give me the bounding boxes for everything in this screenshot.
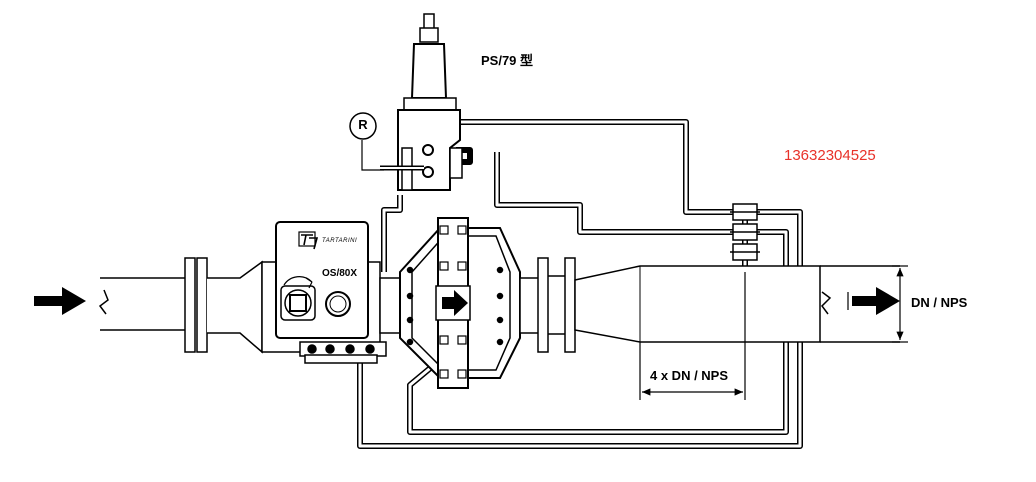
sensing-tubes xyxy=(357,119,803,449)
monitor-body xyxy=(261,221,387,364)
dimension-4xdn xyxy=(639,272,746,400)
flange-holes xyxy=(406,266,504,346)
pilot-ps79 xyxy=(380,13,463,191)
regulator-body xyxy=(379,217,521,389)
reference-port xyxy=(349,112,384,171)
inlet-arrow xyxy=(34,287,86,315)
monitor-model-label: OS/80X xyxy=(322,268,358,279)
body-bolts xyxy=(439,225,467,379)
brand-logo xyxy=(298,231,319,250)
dimension-dn xyxy=(892,265,908,343)
phone-watermark: 13632304525 xyxy=(784,147,876,164)
reset-knob xyxy=(280,276,351,321)
rotate-arrow-icon xyxy=(305,277,313,289)
pipe-size-label: DN / NPS xyxy=(911,295,968,310)
sensing-distance-label: 4 x DN / NPS xyxy=(650,368,729,383)
reference-label: R xyxy=(358,117,368,132)
arrow-right-icon xyxy=(442,290,468,316)
reference-circle xyxy=(349,112,377,140)
outlet-arrow xyxy=(852,287,900,315)
pilot-model-label: PS/79 型 xyxy=(481,53,534,68)
brand-label: TARTARINI xyxy=(322,238,358,244)
monitor-bolt-bar xyxy=(299,341,387,364)
outlet-pipe xyxy=(519,257,900,353)
inlet-pipe xyxy=(98,257,263,354)
sensing-manifold xyxy=(730,203,760,261)
flow-direction xyxy=(435,285,471,321)
